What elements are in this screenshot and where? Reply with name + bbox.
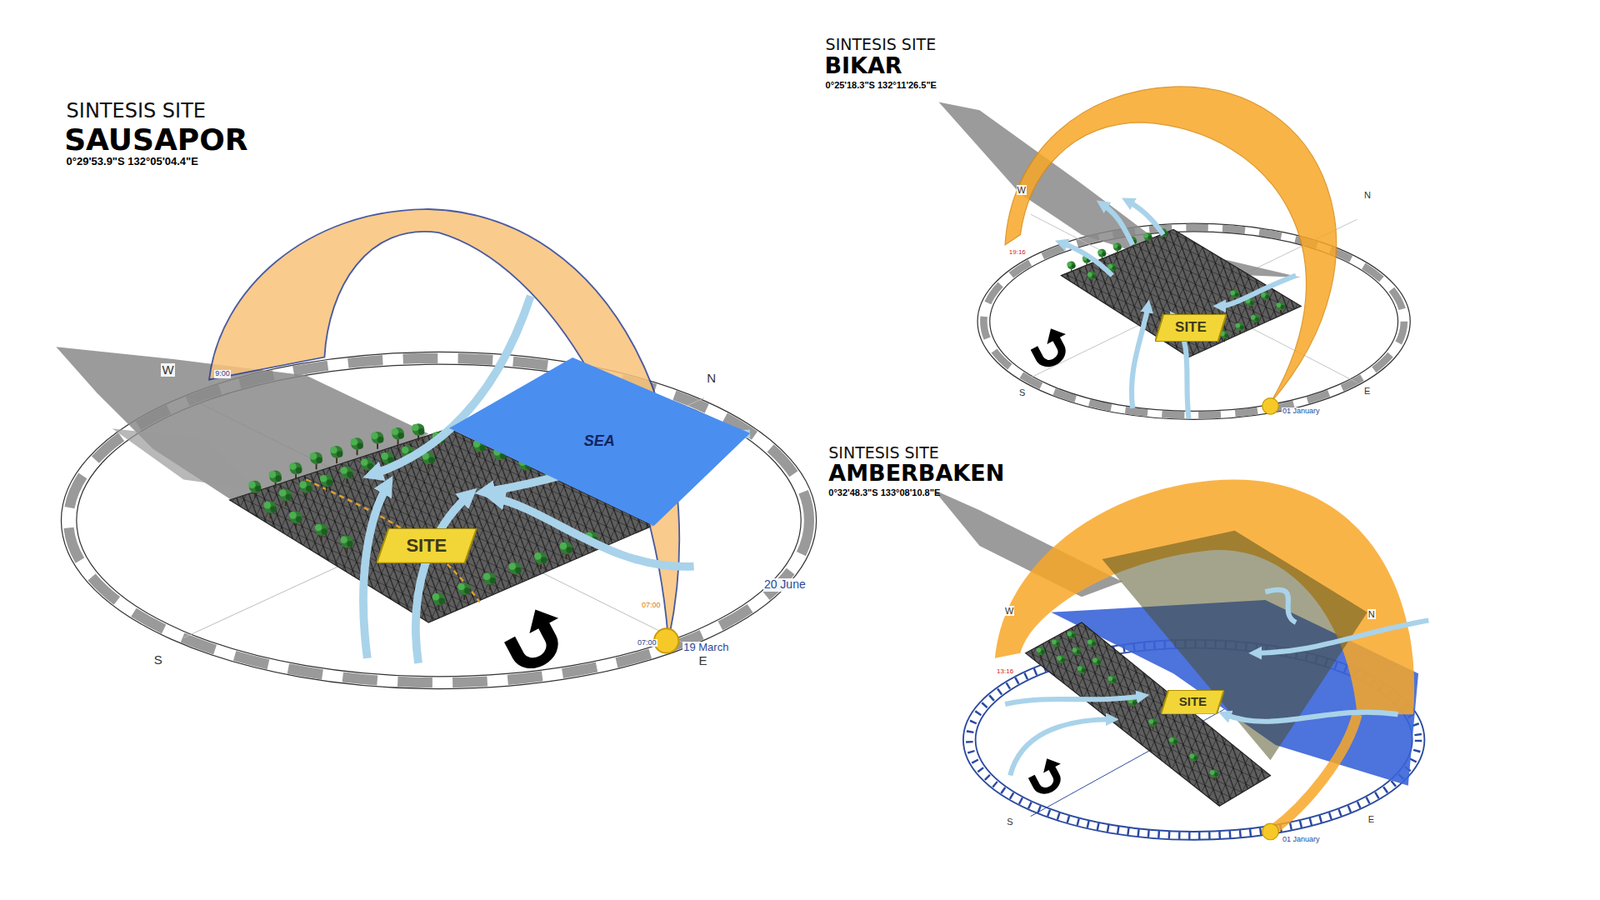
coordinates: 0°32'48.3"S 133°08'10.8"E: [828, 487, 940, 498]
site-marker: SITE: [376, 528, 477, 564]
site-name: BIKAR: [824, 53, 902, 79]
date-label: 19 March: [682, 641, 730, 654]
site-label: SITE: [1175, 320, 1207, 336]
compass-letter: W: [1004, 605, 1015, 616]
compass-letter: E: [1367, 814, 1375, 825]
site-label: SITE: [1179, 695, 1207, 710]
site-name: SAUSAPOR: [64, 123, 248, 157]
compass-letter: E: [698, 654, 709, 669]
date-label: 01 January: [1281, 407, 1321, 416]
site-heading: SINTESIS SITE: [825, 35, 937, 54]
time-label: 9:00: [214, 370, 231, 379]
compass-letter: W: [160, 363, 175, 378]
compass-letter: N: [1367, 609, 1376, 620]
compass-letter: S: [1018, 387, 1026, 398]
site-heading: SINTESIS SITE: [828, 444, 940, 462]
site-heading: SINTESIS SITE: [66, 100, 206, 122]
compass-letter: S: [153, 653, 164, 668]
site-marker: SITE: [1160, 690, 1225, 715]
compass-letter: S: [1005, 816, 1014, 827]
sea-label: SEA: [584, 433, 615, 450]
site-name: AMBERBAKEN: [828, 460, 1005, 486]
time-label: 07:00: [636, 639, 658, 648]
coordinates: 0°25'18.3"S 132°11'26.5"E: [825, 80, 937, 90]
compass-letter: N: [705, 371, 717, 386]
time-label: 13:16: [995, 668, 1015, 676]
date-label: 01 January: [1281, 835, 1321, 845]
date-label: 20 June: [763, 578, 807, 591]
coordinates: 0°29'53.9"S 132°05'04.4"E: [66, 155, 199, 168]
site-label: SITE: [405, 535, 447, 556]
compass-letter: N: [1363, 190, 1372, 200]
compass-letter: E: [1363, 385, 1371, 396]
compass-letter: W: [1016, 185, 1027, 195]
sea-area: SEA: [449, 357, 750, 526]
site-marker: SITE: [1155, 314, 1227, 342]
time-label: 07:00: [640, 601, 662, 610]
time-label: 19:16: [1008, 249, 1027, 257]
